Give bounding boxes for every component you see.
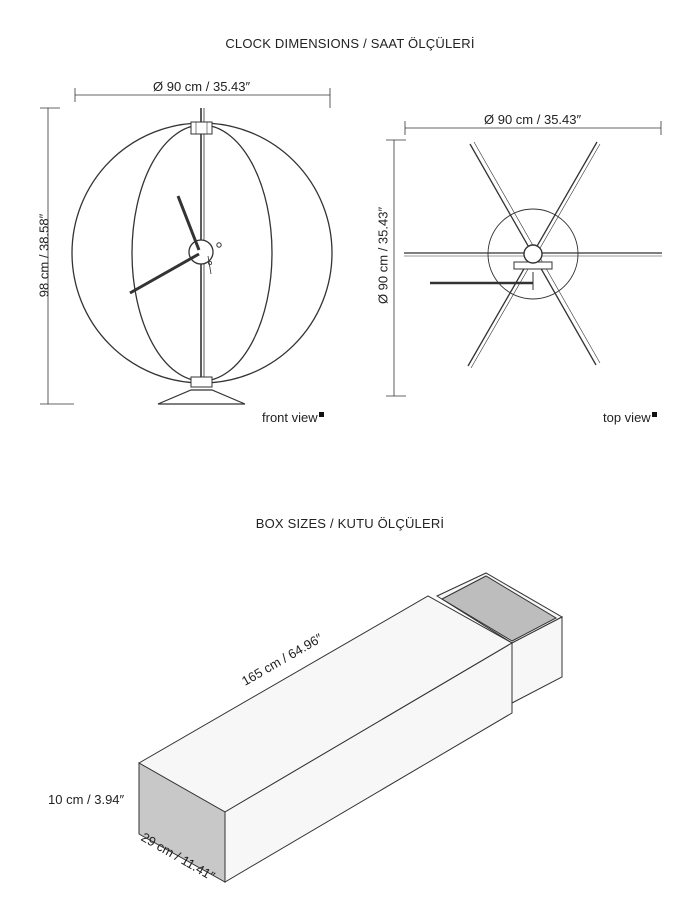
- front-hour-hand: [176, 195, 201, 251]
- top-base-disc: [487, 208, 579, 300]
- clock-dimensions-title: CLOCK DIMENSIONS / SAAT ÖLÇÜLERİ: [225, 36, 475, 51]
- box-front-face: [224, 642, 513, 883]
- box-sleeve-inner: [440, 575, 558, 642]
- front-clock-hub: [188, 239, 214, 265]
- top-view-drawing: [386, 121, 662, 397]
- box-sizes-title: BOX SIZES / KUTU ÖLÇÜLERİ: [255, 516, 445, 531]
- top-clock-hub: [523, 244, 543, 264]
- front-minute-hand: [129, 252, 200, 295]
- front-top-clamp: [190, 121, 213, 135]
- front-base: [157, 389, 246, 405]
- caption-square-icon: [318, 412, 324, 417]
- front-bottom-clamp: [190, 376, 213, 388]
- front-width-label: Ø 90 cm / 35.43″: [153, 79, 251, 94]
- box-height-label: 10 cm / 3.94″: [48, 792, 125, 807]
- top-depth-label: Ø 90 cm / 35.43″: [375, 206, 391, 305]
- box-drawing: [137, 572, 564, 883]
- front-view-caption-text: front view: [262, 410, 318, 425]
- top-view-caption-text: top view: [603, 410, 651, 425]
- front-height-label: 98 cm / 38.58″: [36, 213, 52, 298]
- caption-square-icon: [651, 412, 657, 417]
- top-width-label: Ø 90 cm / 35.43″: [484, 112, 582, 127]
- top-view-caption: top view: [603, 410, 657, 425]
- front-view-drawing: [40, 88, 333, 405]
- front-view-caption: front view: [262, 410, 324, 425]
